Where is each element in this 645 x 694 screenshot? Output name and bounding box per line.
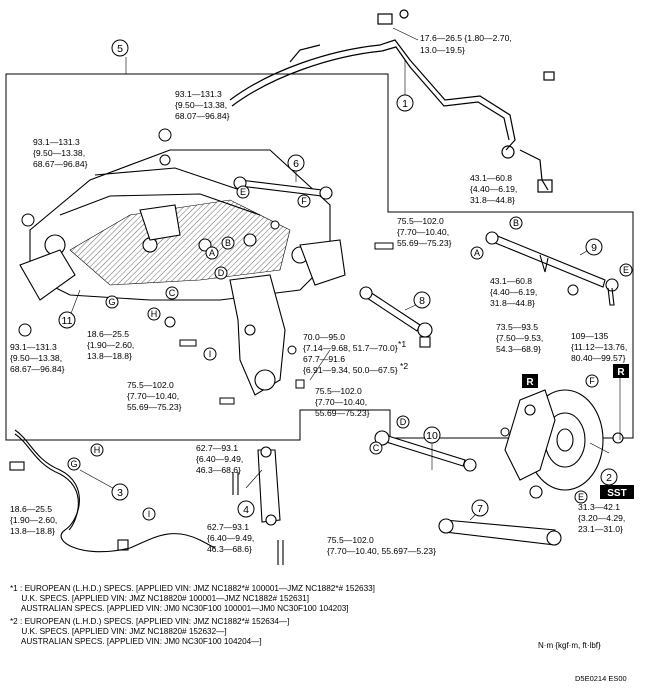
spec-stab-link-top: 17.6—26.5 {1.80—2.70, 13.0—19.5}	[420, 33, 514, 55]
footnote-1: *1 : EUROPEAN (L.H.D.) SPECS. [APPLIED V…	[10, 584, 375, 613]
letter-I: I	[209, 349, 212, 359]
callout-2: 2	[606, 472, 612, 484]
spec-crossmember-left-top: 93.1—131.3 {9.50—13.38, 68.67—96.84}	[33, 137, 88, 169]
letter-H-cable: H	[94, 445, 101, 455]
spec-brake-bracket-left: 18.6—25.5 {1.90—2.60, 13.8—18.8}	[87, 329, 137, 361]
badges: R R SST	[522, 364, 634, 499]
letter-B-right: B	[513, 218, 519, 228]
letter-I-cable: I	[148, 509, 151, 519]
r-badge-right: R	[617, 367, 625, 378]
letter-E: E	[240, 187, 246, 197]
letter-B: B	[225, 238, 231, 248]
spec-crossmember-left-bottom: 93.1—131.3 {9.50—13.38, 68.67—96.84}	[10, 342, 65, 374]
unit-label: N·m {kgf·m, ft·lbf}	[538, 641, 601, 650]
torque-specs: 17.6—26.5 {1.80—2.70, 13.0—19.5} 93.1—13…	[10, 33, 630, 556]
superscript-1: *1	[398, 339, 406, 349]
superscript-2: *2	[400, 361, 408, 371]
footnote-2: *2 : EUROPEAN (L.H.D.) SPECS. [APPLIED V…	[10, 617, 290, 646]
letter-D: D	[218, 268, 225, 278]
letter-C: C	[169, 288, 176, 298]
callout-1: 1	[402, 98, 408, 110]
callout-11: 11	[62, 315, 73, 327]
spec-link4-top: 62.7—93.1 {6.40—9.49, 46.3—68.6}	[196, 443, 246, 475]
callout-10: 10	[426, 430, 438, 442]
letter-F: F	[301, 196, 307, 206]
callout-numbers: 1 2 3 4 5 6 7 8 9 10 11	[58, 39, 618, 518]
sst-badge: SST	[607, 488, 626, 499]
spec-hub-nut: 31.3—42.1 {3.20—4.29, 23.1—31.0}	[578, 502, 628, 534]
wheel-hub	[504, 389, 624, 499]
spec-knuckle-top: 73.5—93.5 {7.50—9.53, 54.3—68.9}	[496, 322, 546, 354]
callout-9: 9	[591, 242, 597, 254]
r-badge-left: R	[526, 377, 534, 388]
spec-lower-bolt-left: 75.5—102.0 {7.70—10.40, 55.69—75.23}	[127, 380, 182, 412]
callout-7: 7	[477, 503, 483, 515]
upper-arm-right	[485, 231, 619, 306]
spec-crossmember-mid: 93.1—131.3 {9.50—13.38, 68.07—96.84}	[175, 89, 230, 121]
figure-code: D5E0214 ES00	[575, 674, 627, 683]
spec-trailing-link-bolt: 70.0—95.0 {7.14—9.68, 51.7—70.0} 67.7—91…	[303, 332, 400, 375]
letter-D-link: D	[400, 417, 407, 427]
letter-A: A	[209, 248, 215, 258]
letter-F-hub: F	[589, 376, 595, 386]
callout-5: 5	[117, 43, 123, 55]
letter-A-right: A	[474, 248, 480, 258]
stabilizer-bar	[229, 9, 555, 193]
letter-E-hub: E	[578, 492, 584, 502]
callout-4: 4	[243, 504, 249, 516]
reference-letters: A B C D E F G H I A B E C D F E G H I	[67, 185, 633, 521]
letter-G: G	[108, 297, 115, 307]
fasteners	[18, 128, 579, 437]
lateral-link	[359, 286, 433, 348]
letter-C-link: C	[373, 443, 380, 453]
letter-E-right: E	[623, 265, 629, 275]
spec-link7-bolt: 75.5—102.0 {7.70—10.40, 55.697—5.23}	[327, 535, 436, 556]
callout-8: 8	[419, 295, 425, 307]
spec-upper-arm-bolt: 75.5—102.0 {7.70—10.40, 55.69—75.23}	[397, 216, 452, 248]
trailing-link	[374, 430, 477, 472]
callout-6: 6	[293, 158, 299, 170]
rear-knuckle	[229, 274, 286, 396]
lower-arm	[438, 518, 562, 546]
toe-link	[232, 446, 284, 565]
parking-brake-cable	[9, 429, 216, 553]
letter-G-cable: G	[70, 459, 77, 469]
callout-3: 3	[117, 487, 123, 499]
spec-lower-bolt-mid: 75.5—102.0 {7.70—10.40, 55.69—75.23}	[315, 386, 370, 418]
spec-upper-arm-nut: 43.1—60.8 {4.40—6.19, 31.8—44.8}	[490, 276, 540, 308]
spec-knuckle-right: 109—135 {11.12—13.76, 80.40—99.57}	[571, 331, 630, 363]
spec-stab-link-lower: 43.1—60.8 {4.40—6.19, 31.8—44.8}	[470, 173, 520, 205]
spec-brake-cable-bracket: 18.6—25.5 {1.90—2.60, 13.8—18.8}	[10, 504, 60, 536]
letter-H: H	[151, 309, 158, 319]
spec-link4-bottom: 62.7—93.1 {6.40—9.49, 46.3—68.6}	[207, 522, 257, 554]
